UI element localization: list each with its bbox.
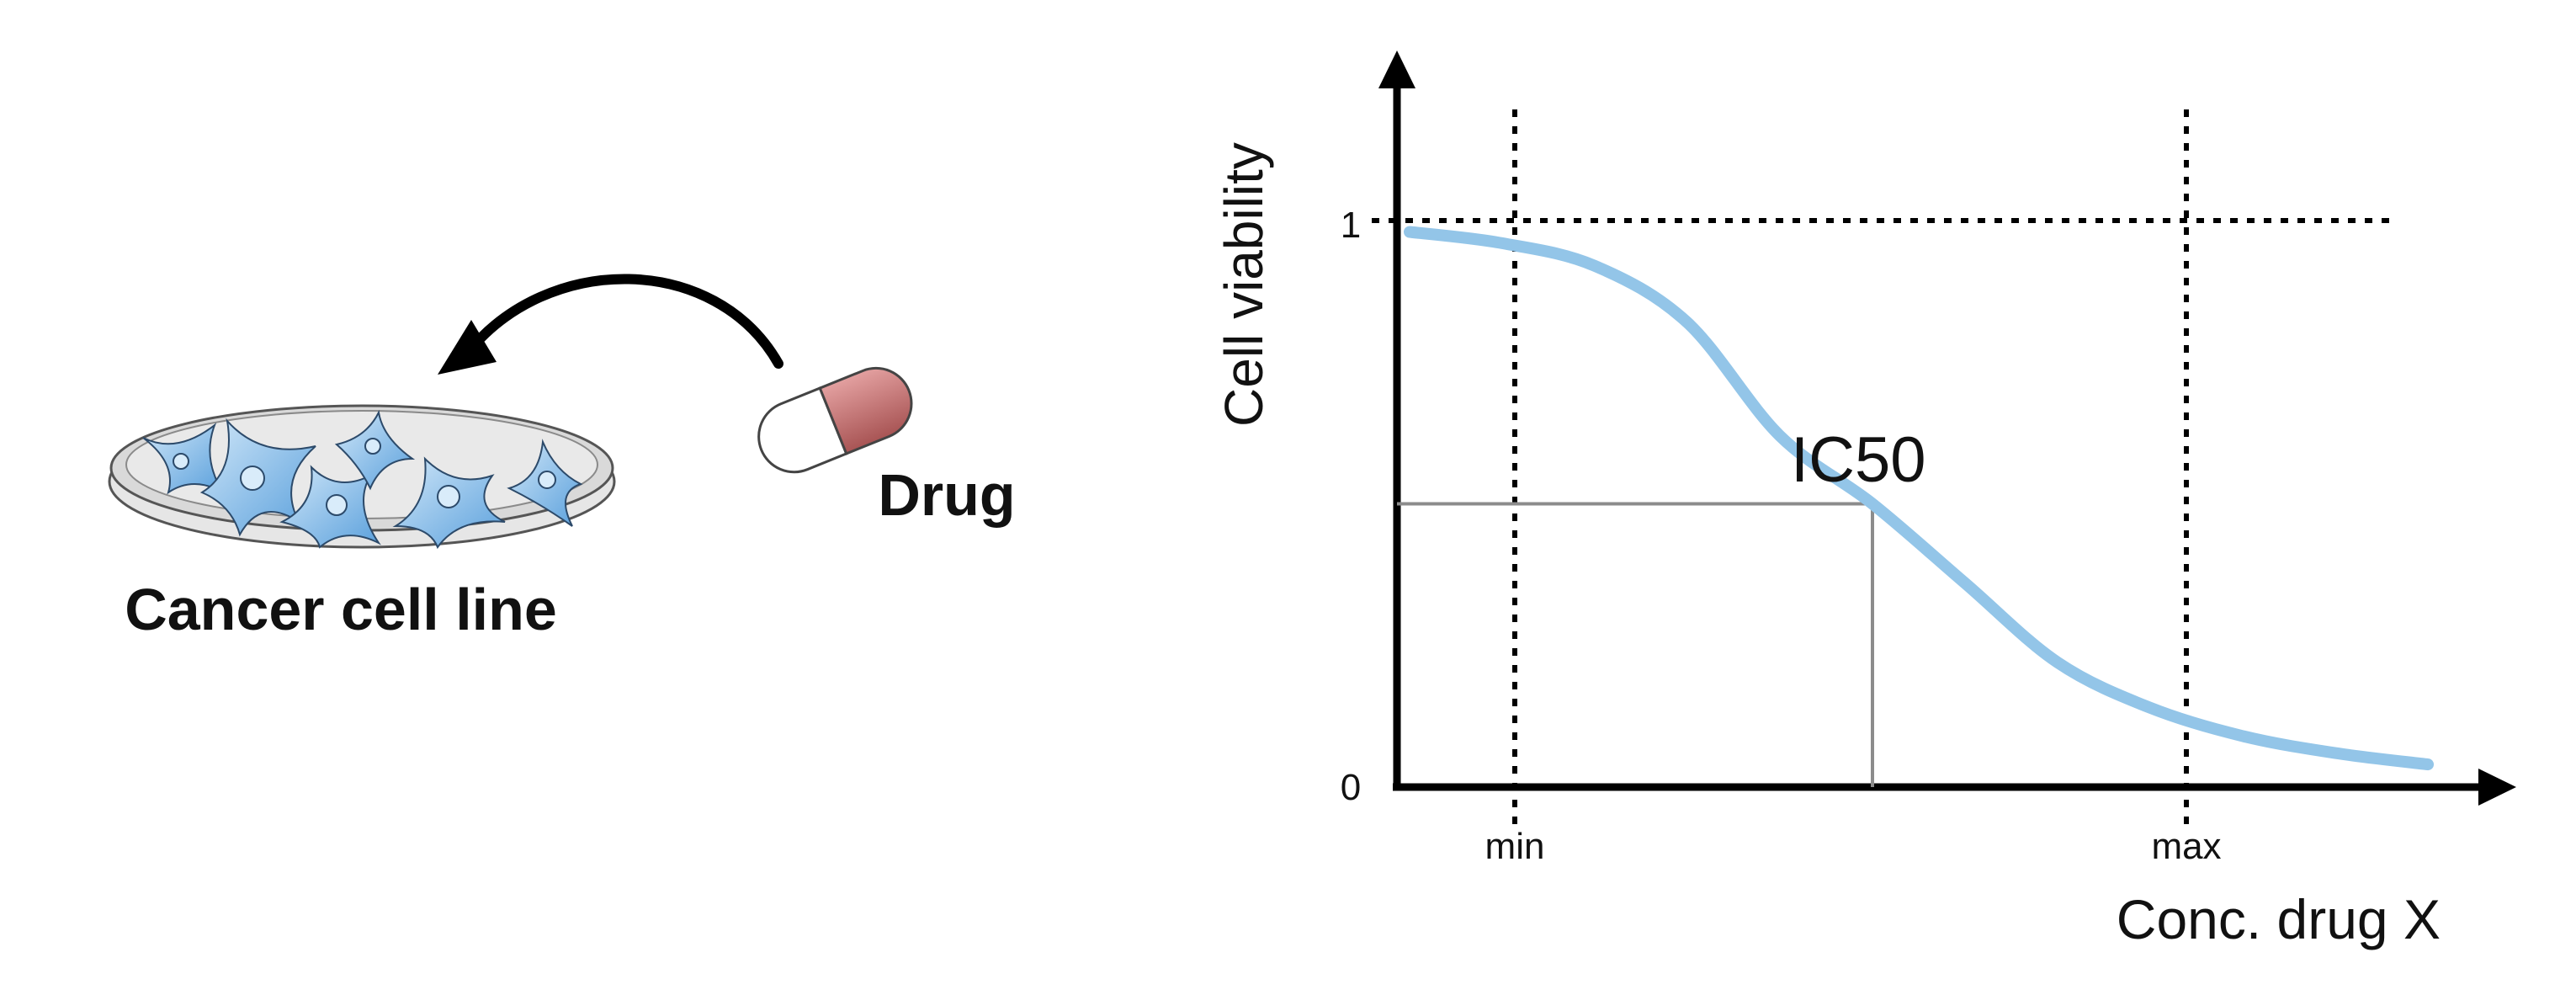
- x-marker-label-min: min: [1485, 826, 1545, 867]
- x-axis-arrowhead: [2478, 769, 2516, 806]
- x-axis-title: Conc. drug X: [2117, 888, 2441, 950]
- cancer-cell-icon: [392, 456, 506, 550]
- x-marker-label-max: max: [2151, 826, 2221, 867]
- cancer-cell-icon: [142, 423, 224, 495]
- y-tick-label-1: 1: [1341, 205, 1361, 246]
- cancer-cell-icon: [507, 439, 583, 527]
- cancer-cell-icon: [279, 465, 381, 549]
- experiment-illustration: Drug Cancer cell line: [108, 274, 1016, 642]
- ic50-annotation: IC50: [1791, 424, 1926, 496]
- curved-arrow-icon: [438, 274, 783, 375]
- y-tick-label-0: 0: [1341, 767, 1361, 808]
- cancer-cell-line-label: Cancer cell line: [125, 577, 557, 642]
- y-axis-title: Cell viability: [1214, 142, 1274, 427]
- drug-label: Drug: [878, 462, 1015, 528]
- capsule-icon: [757, 366, 913, 474]
- cancer-cell-icon: [334, 409, 416, 491]
- y-axis-arrowhead: [1378, 51, 1415, 88]
- petri-dish-icon: [108, 404, 616, 550]
- dose-response-curve: [1404, 226, 2434, 771]
- ic50-guide-lines: [1397, 502, 1874, 787]
- cancer-cell-icon: [199, 418, 316, 537]
- dose-response-chart: 1 0 min max IC50 Cell viability Conc. dr…: [1214, 51, 2516, 950]
